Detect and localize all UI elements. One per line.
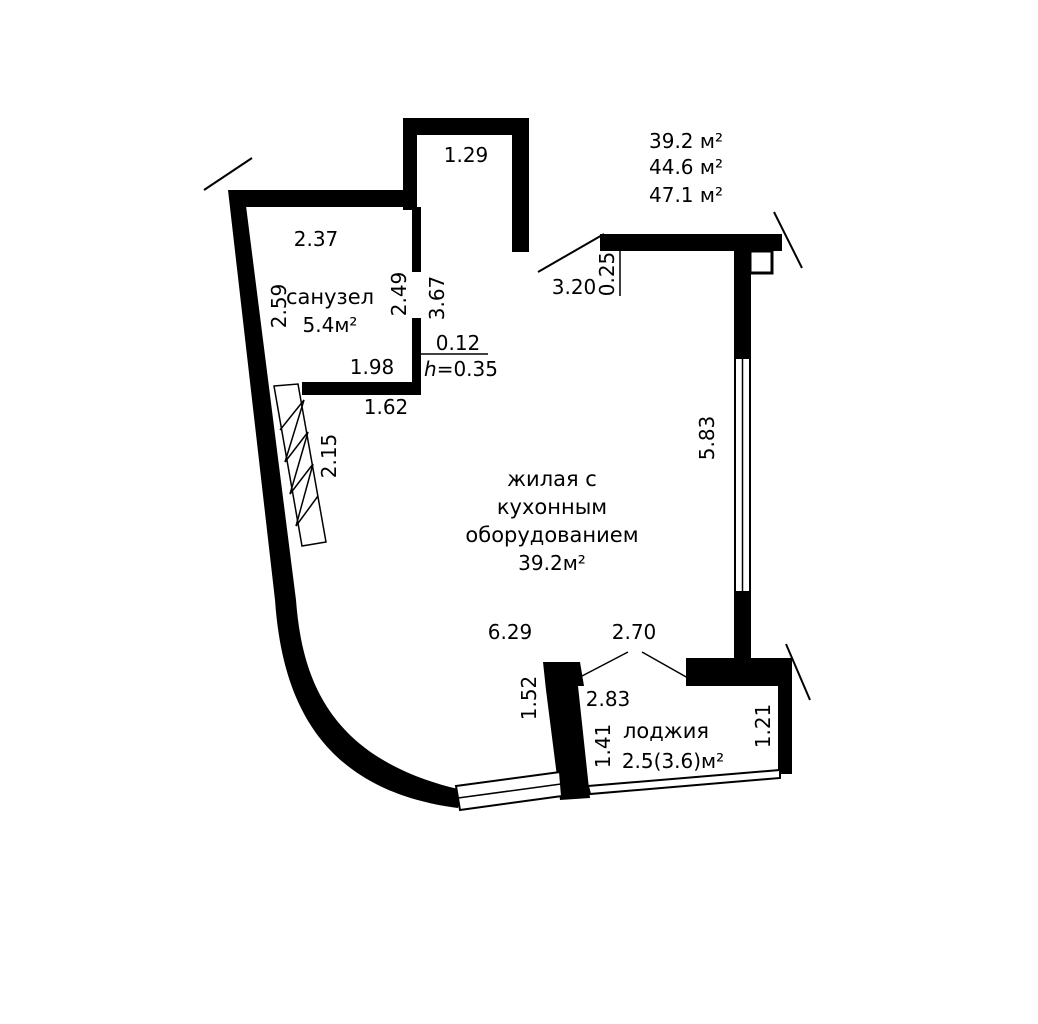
living-name-line-2: кухонным — [497, 495, 607, 519]
corridor-left-wall — [403, 118, 417, 210]
dim-237: 2.37 — [294, 227, 339, 251]
loggia-window — [586, 768, 781, 796]
dim-198: 1.98 — [350, 355, 395, 379]
dim-025: 0.25 — [595, 252, 619, 297]
wardrobe — [273, 383, 327, 547]
dim-129: 1.29 — [444, 143, 489, 167]
dim-629: 6.29 — [488, 620, 533, 644]
dim-249: 2.49 — [387, 272, 411, 317]
dim-270: 2.70 — [612, 620, 657, 644]
break-marks — [203, 157, 811, 701]
bathroom-right-wall-lower — [412, 318, 421, 394]
right-wall-lower — [734, 592, 751, 662]
loggia-top-wall — [686, 658, 792, 686]
dim-152: 1.52 — [517, 676, 541, 721]
dim-162: 1.62 — [364, 395, 409, 419]
corridor-right-wall — [512, 118, 529, 252]
loggia-right-wall — [778, 686, 792, 774]
dim-367: 3.67 — [425, 276, 449, 321]
dim-283: 2.83 — [586, 687, 631, 711]
dim-215: 2.15 — [317, 434, 341, 479]
dim-259: 2.59 — [267, 284, 291, 329]
bathroom-top-wall — [240, 190, 412, 207]
bathroom-name: санузел — [286, 285, 374, 309]
top-right-wall — [600, 234, 782, 251]
living-name-line-3: оборудованием — [465, 523, 638, 547]
bathroom-bottom-wall — [302, 382, 421, 395]
living-name-line-1: жилая с — [507, 467, 597, 491]
corner-box — [748, 249, 774, 275]
corridor-top-wall — [403, 118, 529, 135]
dim-320: 3.20 — [552, 275, 597, 299]
right-wall-upper — [734, 248, 751, 358]
windows — [454, 357, 781, 812]
threshold-h-label: h=0.35 — [424, 357, 498, 381]
summary-area-2: 44.6 м² — [649, 155, 723, 179]
left-outer-wall — [228, 190, 462, 808]
bathroom-right-wall-upper — [412, 207, 421, 272]
door-marks — [581, 651, 689, 679]
dim-141: 1.41 — [591, 724, 615, 769]
walls — [228, 118, 792, 808]
bathroom-area: 5.4м² — [303, 313, 358, 337]
living-area: 39.2м² — [518, 551, 586, 575]
summary-area-1: 39.2 м² — [649, 129, 723, 153]
dim-121: 1.21 — [751, 704, 775, 749]
dim-583: 5.83 — [695, 416, 719, 461]
loggia-left-wall — [543, 662, 590, 800]
loggia-name: лоджия — [623, 719, 709, 743]
dim-012: 0.12 — [436, 331, 481, 355]
loggia-area: 2.5(3.6)м² — [622, 749, 724, 773]
summary-area-3: 47.1 м² — [649, 183, 723, 207]
